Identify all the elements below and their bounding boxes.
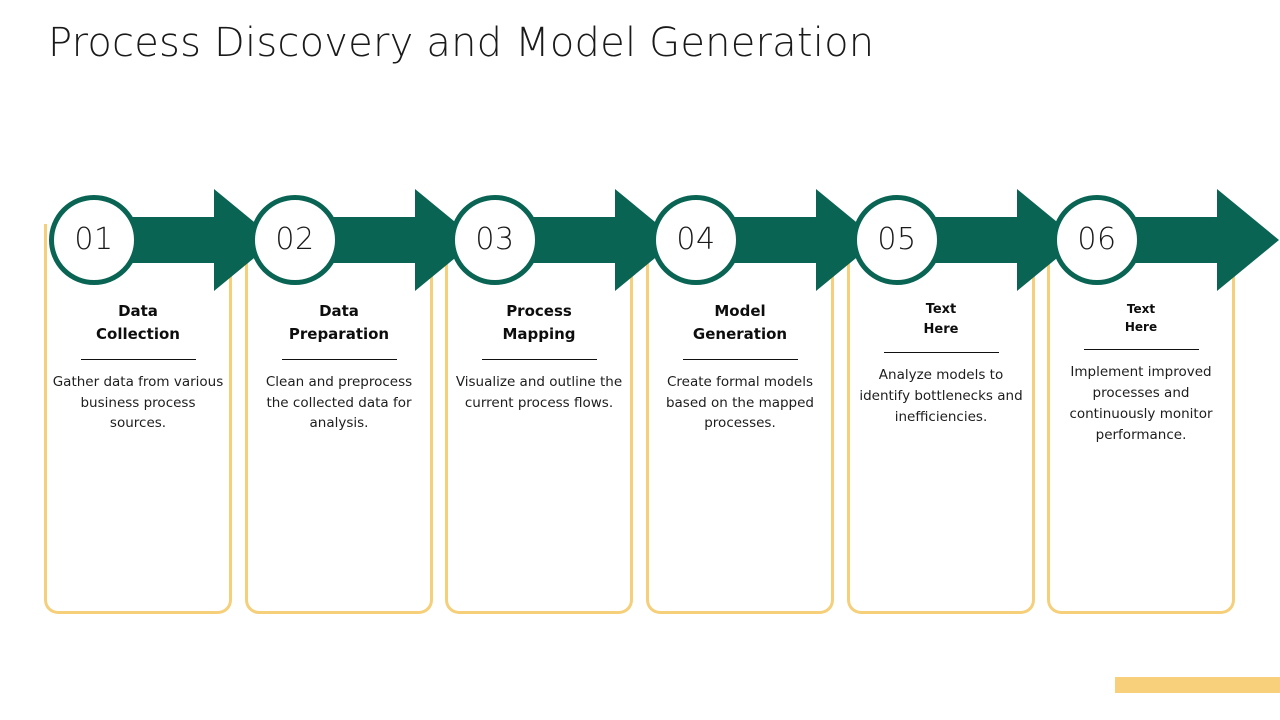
step-number-badge: 05 xyxy=(852,195,942,285)
heading-divider xyxy=(80,358,196,360)
step-content: Model Generation Create formal models ba… xyxy=(646,300,834,434)
arrow-right-icon xyxy=(110,187,276,293)
step-description: Implement improved processes and continu… xyxy=(1069,364,1213,443)
page-title: Process Discovery and Model Generation xyxy=(48,20,875,66)
step-number: 04 xyxy=(676,222,716,257)
step-content: Text Here Analyze models to identify bot… xyxy=(847,300,1035,428)
step-card xyxy=(44,224,232,614)
step-heading: Data Preparation xyxy=(288,302,390,343)
step-number: 06 xyxy=(1077,222,1117,257)
step-card xyxy=(1047,224,1235,614)
step-heading: Text Here xyxy=(923,302,959,337)
process-step-03[interactable]: 03 Process Mapping Visualize and outline… xyxy=(445,185,677,614)
step-heading: Process Mapping xyxy=(502,302,576,343)
arrow-right-icon xyxy=(1113,187,1279,293)
heading-divider xyxy=(481,358,597,360)
step-number-badge: 04 xyxy=(651,195,741,285)
step-heading: Data Collection xyxy=(96,302,180,343)
heading-divider xyxy=(883,352,999,353)
step-description: Clean and preprocess the collected data … xyxy=(265,373,413,432)
step-number-badge: 06 xyxy=(1052,195,1142,285)
step-card xyxy=(646,224,834,614)
step-description: Visualize and outline the current proces… xyxy=(455,373,623,411)
step-card xyxy=(445,224,633,614)
arrow-right-icon xyxy=(311,187,477,293)
footer-accent-bar xyxy=(1115,677,1280,693)
step-number-badge: 03 xyxy=(450,195,540,285)
step-description: Create formal models based on the mapped… xyxy=(665,373,815,432)
process-step-01[interactable]: 01 Data Collection Gather data from vari… xyxy=(44,185,276,614)
step-number-badge: 01 xyxy=(49,195,139,285)
step-content: Data Collection Gather data from various… xyxy=(44,300,232,434)
step-card xyxy=(245,224,433,614)
arrow-right-icon xyxy=(913,187,1079,293)
process-step-04[interactable]: 04 Model Generation Create formal models… xyxy=(646,185,878,614)
process-step-05[interactable]: 05 Text Here Analyze models to identify … xyxy=(847,185,1079,614)
step-content: Data Preparation Clean and preprocess th… xyxy=(245,300,433,434)
arrow-right-icon xyxy=(511,187,677,293)
step-content: Process Mapping Visualize and outline th… xyxy=(445,300,633,413)
process-step-06[interactable]: 06 Text Here Implement improved processe… xyxy=(1047,185,1279,614)
arrow-right-icon xyxy=(712,187,878,293)
step-description: Gather data from various business proces… xyxy=(52,373,224,432)
step-description: Analyze models to identify bottlenecks a… xyxy=(859,367,1023,425)
step-number-badge: 02 xyxy=(250,195,340,285)
step-number: 01 xyxy=(74,222,114,257)
heading-divider xyxy=(1083,349,1199,350)
step-heading: Text Here xyxy=(1124,302,1158,334)
process-step-02[interactable]: 02 Data Preparation Clean and preprocess… xyxy=(245,185,477,614)
step-card xyxy=(847,224,1035,614)
heading-divider xyxy=(281,358,397,360)
heading-divider xyxy=(682,358,798,360)
step-number: 02 xyxy=(275,222,315,257)
step-number: 03 xyxy=(475,222,515,257)
step-content: Text Here Implement improved processes a… xyxy=(1047,300,1235,446)
step-number: 05 xyxy=(877,222,917,257)
step-heading: Model Generation xyxy=(692,302,788,343)
